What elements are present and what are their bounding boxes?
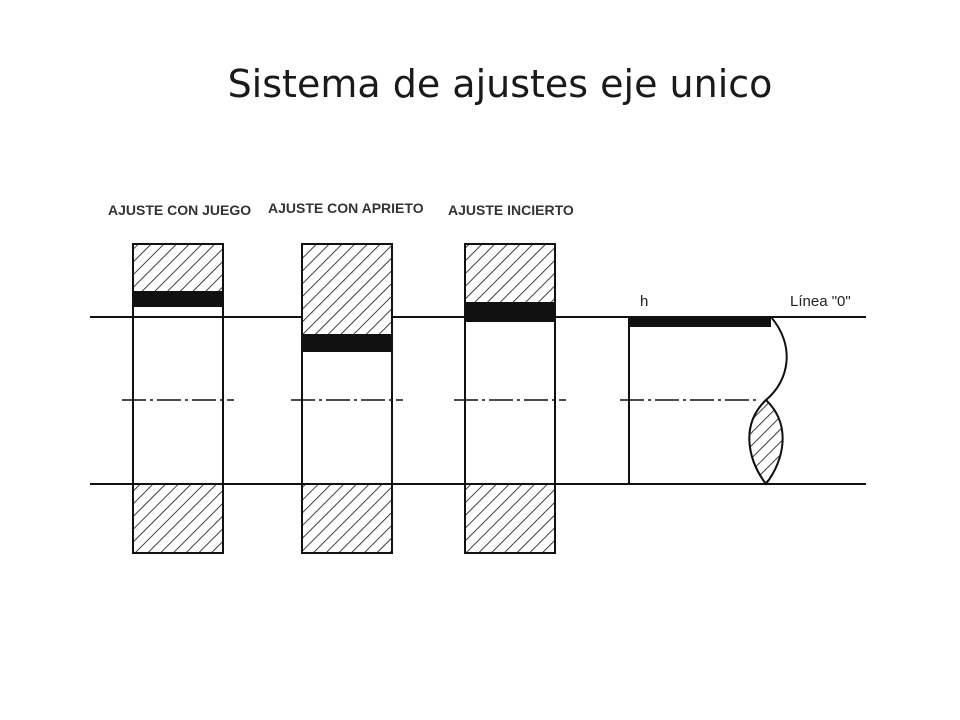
label-ajuste-con-juego: AJUSTE CON JUEGO: [108, 202, 251, 218]
label-h: h: [640, 293, 648, 310]
label-ajuste-incierto: AJUSTE INCIERTO: [448, 202, 574, 218]
label-ajuste-con-aprieto: AJUSTE CON APRIETO: [268, 200, 424, 216]
page-title: Sistema de ajustes eje unico: [227, 62, 773, 106]
shaft: [620, 316, 788, 486]
hole-clearance-fit: [122, 243, 234, 554]
label-linea-cero: Línea "0": [790, 293, 851, 310]
hole-interference-fit: [291, 243, 403, 554]
hole-transition-fit: [454, 243, 566, 554]
